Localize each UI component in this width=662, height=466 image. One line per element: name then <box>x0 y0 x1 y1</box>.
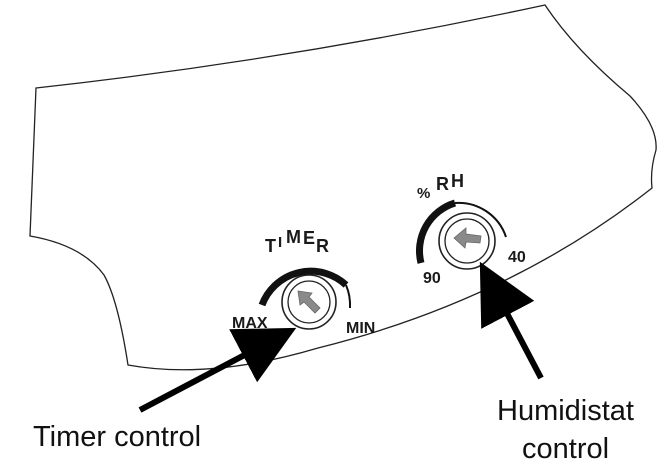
timer-min-label: MIN <box>346 320 375 337</box>
timer-callout-arrow <box>138 327 297 413</box>
timer-title-letter-3: E <box>303 228 315 248</box>
timer-callout-label: Timer control <box>33 421 201 453</box>
humidistat-callout-line1: Humidistat <box>497 395 634 427</box>
timer-scale-arc <box>258 267 349 307</box>
panel-outline <box>29 4 657 371</box>
humidistat-callout-arrow <box>479 261 544 380</box>
humidistat-callout-line2: control <box>522 433 609 465</box>
timer-title-letter-1: I <box>278 234 282 251</box>
humidistat-dial[interactable] <box>416 199 507 270</box>
timer-max-label: MAX <box>232 315 268 332</box>
humidistat-90-label: 90 <box>423 270 441 287</box>
timer-title-letter-2: M <box>286 227 301 247</box>
humidistat-scale-arc <box>416 199 457 264</box>
timer-dial[interactable] <box>258 267 352 330</box>
timer-title-letter-4: R <box>316 236 329 256</box>
humidistat-title-letter-0: % <box>417 185 430 202</box>
timer-title-letter-0: T <box>265 236 276 256</box>
timer-scale-arc-thin <box>345 284 352 309</box>
humidistat-pointer-icon <box>453 227 482 249</box>
humidistat-title-letter-2: H <box>451 171 464 191</box>
humidistat-40-label: 40 <box>508 249 526 266</box>
timer-pointer-icon <box>297 290 321 314</box>
humidistat-title-letter-1: R <box>436 174 449 194</box>
humidistat-scale-arc-thin <box>454 201 507 238</box>
